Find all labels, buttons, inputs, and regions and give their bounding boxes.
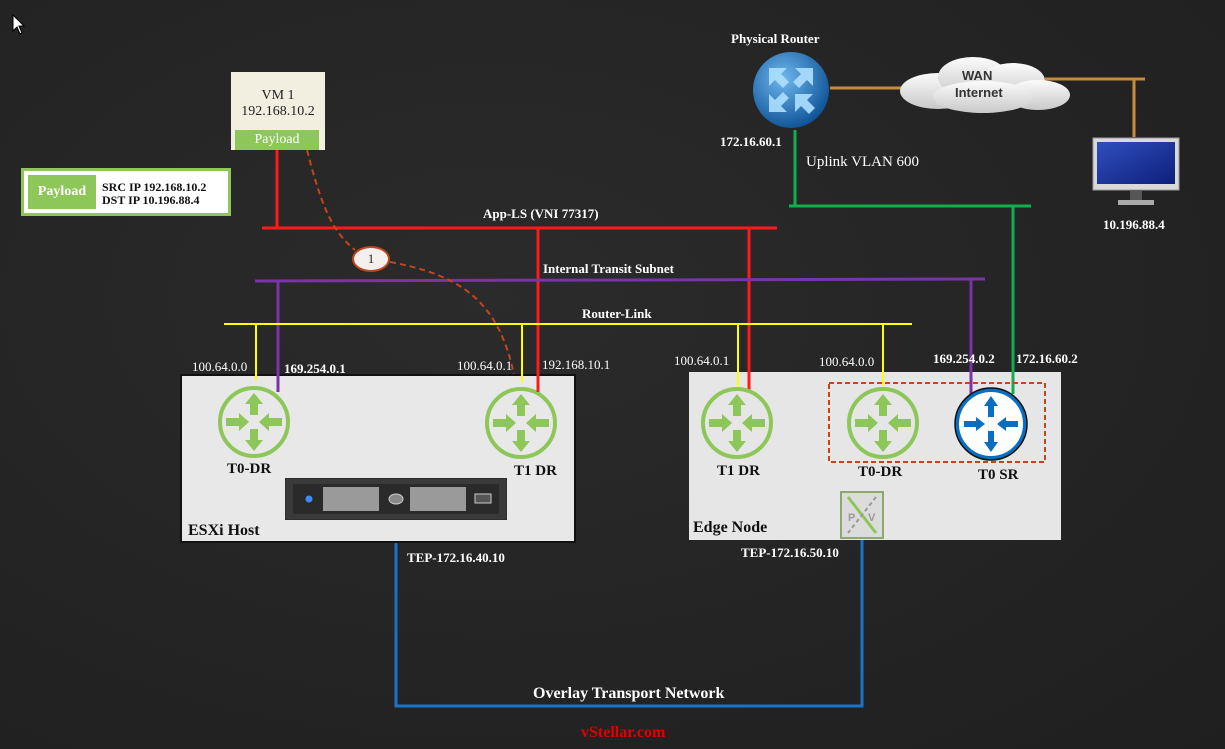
legend-payload-badge: Payload xyxy=(28,175,96,209)
edge-sr-uplink-ip: 172.16.60.2 xyxy=(1016,351,1078,366)
edge-t1-dr-router-icon[interactable] xyxy=(700,386,774,460)
watermark: vStellar.com xyxy=(581,724,666,741)
wan-label: WAN xyxy=(962,68,993,83)
vm-name: VM 1 xyxy=(261,88,295,103)
esxi-t0-dr-label: T0-DR xyxy=(227,461,272,477)
overlay-label: Overlay Transport Network xyxy=(533,685,725,702)
edge-t0-router-link-ip: 100.64.0.0 xyxy=(819,354,875,369)
esxi-t1-app-ip: 192.168.10.1 xyxy=(542,357,611,372)
physical-router-icon[interactable] xyxy=(751,50,831,130)
vm-payload-badge: Payload xyxy=(235,130,319,150)
vm-ip: 192.168.10.2 xyxy=(241,104,315,119)
legend-src-ip: SRC IP 192.168.10.2 xyxy=(102,180,207,194)
esxi-tep-label: TEP-172.16.40.10 xyxy=(407,550,505,565)
legend-dst-ip: DST IP 10.196.88.4 xyxy=(102,193,200,207)
overlay-transport-link xyxy=(394,540,864,708)
esxi-t1-router-link-ip: 100.64.0.1 xyxy=(457,358,513,373)
edge-node-label: Edge Node xyxy=(693,519,768,536)
wan-cloud-icon xyxy=(900,57,1070,113)
pv-switch-icon: P V xyxy=(840,491,884,539)
esxi-t0-dr-router-icon[interactable] xyxy=(217,385,291,459)
edge-t0-dr-router-icon[interactable] xyxy=(846,386,920,460)
edge-t0-sr-label: T0 SR xyxy=(978,467,1019,483)
destination-ip: 10.196.88.4 xyxy=(1103,217,1165,232)
edge-t1-router-link-ip: 100.64.0.1 xyxy=(674,353,730,368)
edge-t1-dr-label: T1 DR xyxy=(717,463,760,479)
esxi-t1-dr-label: T1 DR xyxy=(514,463,557,479)
transit-segment xyxy=(254,277,986,283)
physical-router-title: Physical Router xyxy=(731,31,820,46)
internal-transit-label: Internal Transit Subnet xyxy=(543,261,674,276)
edge-sr-transit-ip: 169.254.0.2 xyxy=(933,351,995,366)
mouse-cursor-icon xyxy=(12,14,26,35)
app-ls-label: App-LS (VNI 77317) xyxy=(483,206,599,221)
pv-p-glyph: P xyxy=(848,512,855,524)
packet-path-arrow xyxy=(306,149,516,381)
edge-tep-label: TEP-172.16.50.10 xyxy=(741,545,839,560)
esxi-t0-transit-ip: 169.254.0.1 xyxy=(284,361,346,376)
edge-t0-dr-label: T0-DR xyxy=(858,464,903,480)
physical-router-ip: 172.16.60.1 xyxy=(720,134,782,149)
destination-monitor-icon[interactable] xyxy=(1092,137,1180,209)
pv-v-glyph: V xyxy=(868,512,876,524)
esxi-t0-router-link-ip: 100.64.0.0 xyxy=(192,359,248,374)
edge-t0-sr-router-icon[interactable] xyxy=(954,387,1028,461)
server-icon xyxy=(285,478,507,520)
esxi-host-label: ESXi Host xyxy=(188,522,260,539)
router-link-label: Router-Link xyxy=(582,306,652,321)
step-marker: 1 xyxy=(352,246,390,272)
esxi-t1-dr-router-icon[interactable] xyxy=(484,386,558,460)
uplink-label: Uplink VLAN 600 xyxy=(806,154,920,170)
internet-label: Internet xyxy=(955,85,1003,100)
vm-card[interactable]: VM 1 192.168.10.2 Payload xyxy=(231,72,325,150)
